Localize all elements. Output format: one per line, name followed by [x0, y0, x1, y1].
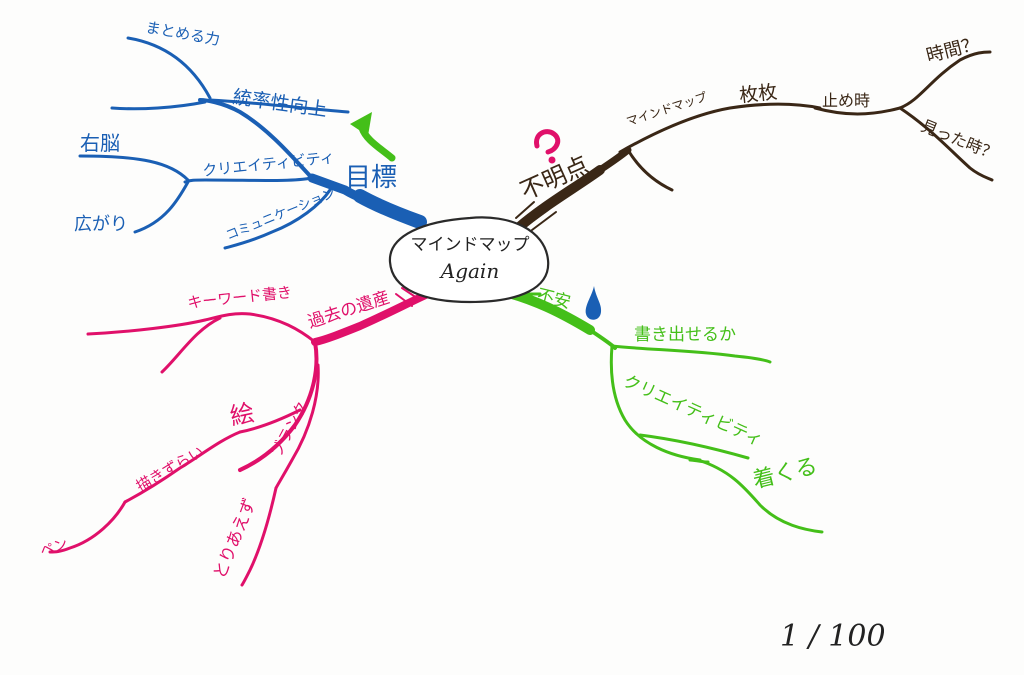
goal-branch — [78, 36, 427, 250]
unclear-sub2-label: 枚枚 — [738, 81, 778, 107]
question-mark-icon — [534, 129, 561, 164]
anxiety-labels: 不安 書き出せるか クリエイティビティ 着くる — [535, 285, 820, 493]
central-topic-line1: マインドマップ — [411, 235, 530, 255]
past-sub2-label: 絵 — [227, 398, 256, 430]
unclear-sub1-label: マインドマップ — [625, 90, 709, 129]
goal-sub1-child-label: まとめる力 — [144, 18, 221, 49]
past-sub3-label: ブランク — [268, 398, 312, 459]
past-branch — [48, 283, 436, 587]
goal-main-label: 目標 — [345, 163, 397, 193]
unclear-sub3-label: 止め時 — [822, 91, 870, 110]
past-sub3-child-label: とりあえず — [210, 496, 260, 582]
goal-sub2-child1-label: 右脳 — [80, 131, 120, 155]
past-main-label: 過去の遺産 — [305, 287, 392, 332]
anxiety-sub1-label: 書き出せるか — [634, 325, 736, 345]
goal-labels: 目標 統率性向上 まとめる力 クリエイティビティ 右脳 広がり コミュニケーショ… — [74, 18, 397, 243]
unclear-sub3-child1-label: 時間？ — [924, 33, 981, 66]
water-drop-icon — [585, 286, 602, 320]
past-sub2-child2-label: ペン — [38, 536, 70, 560]
central-topic-line2: Again — [439, 259, 499, 283]
curved-arrow-icon — [350, 112, 396, 162]
unclear-branch — [513, 50, 994, 233]
central-topic-outline — [388, 216, 550, 304]
goal-sub2-child2-label: 広がり — [74, 214, 128, 235]
page-counter: 1 / 100 — [780, 619, 886, 654]
past-sub2-child1-label: 描きずらい — [133, 442, 207, 495]
goal-sub3-label: コミュニケーション — [224, 186, 338, 244]
anxiety-sub2-child-label: 着くる — [750, 454, 820, 494]
central-topic: マインドマップ Again — [388, 216, 550, 304]
past-sub1-label: キーワード書き — [187, 283, 293, 312]
